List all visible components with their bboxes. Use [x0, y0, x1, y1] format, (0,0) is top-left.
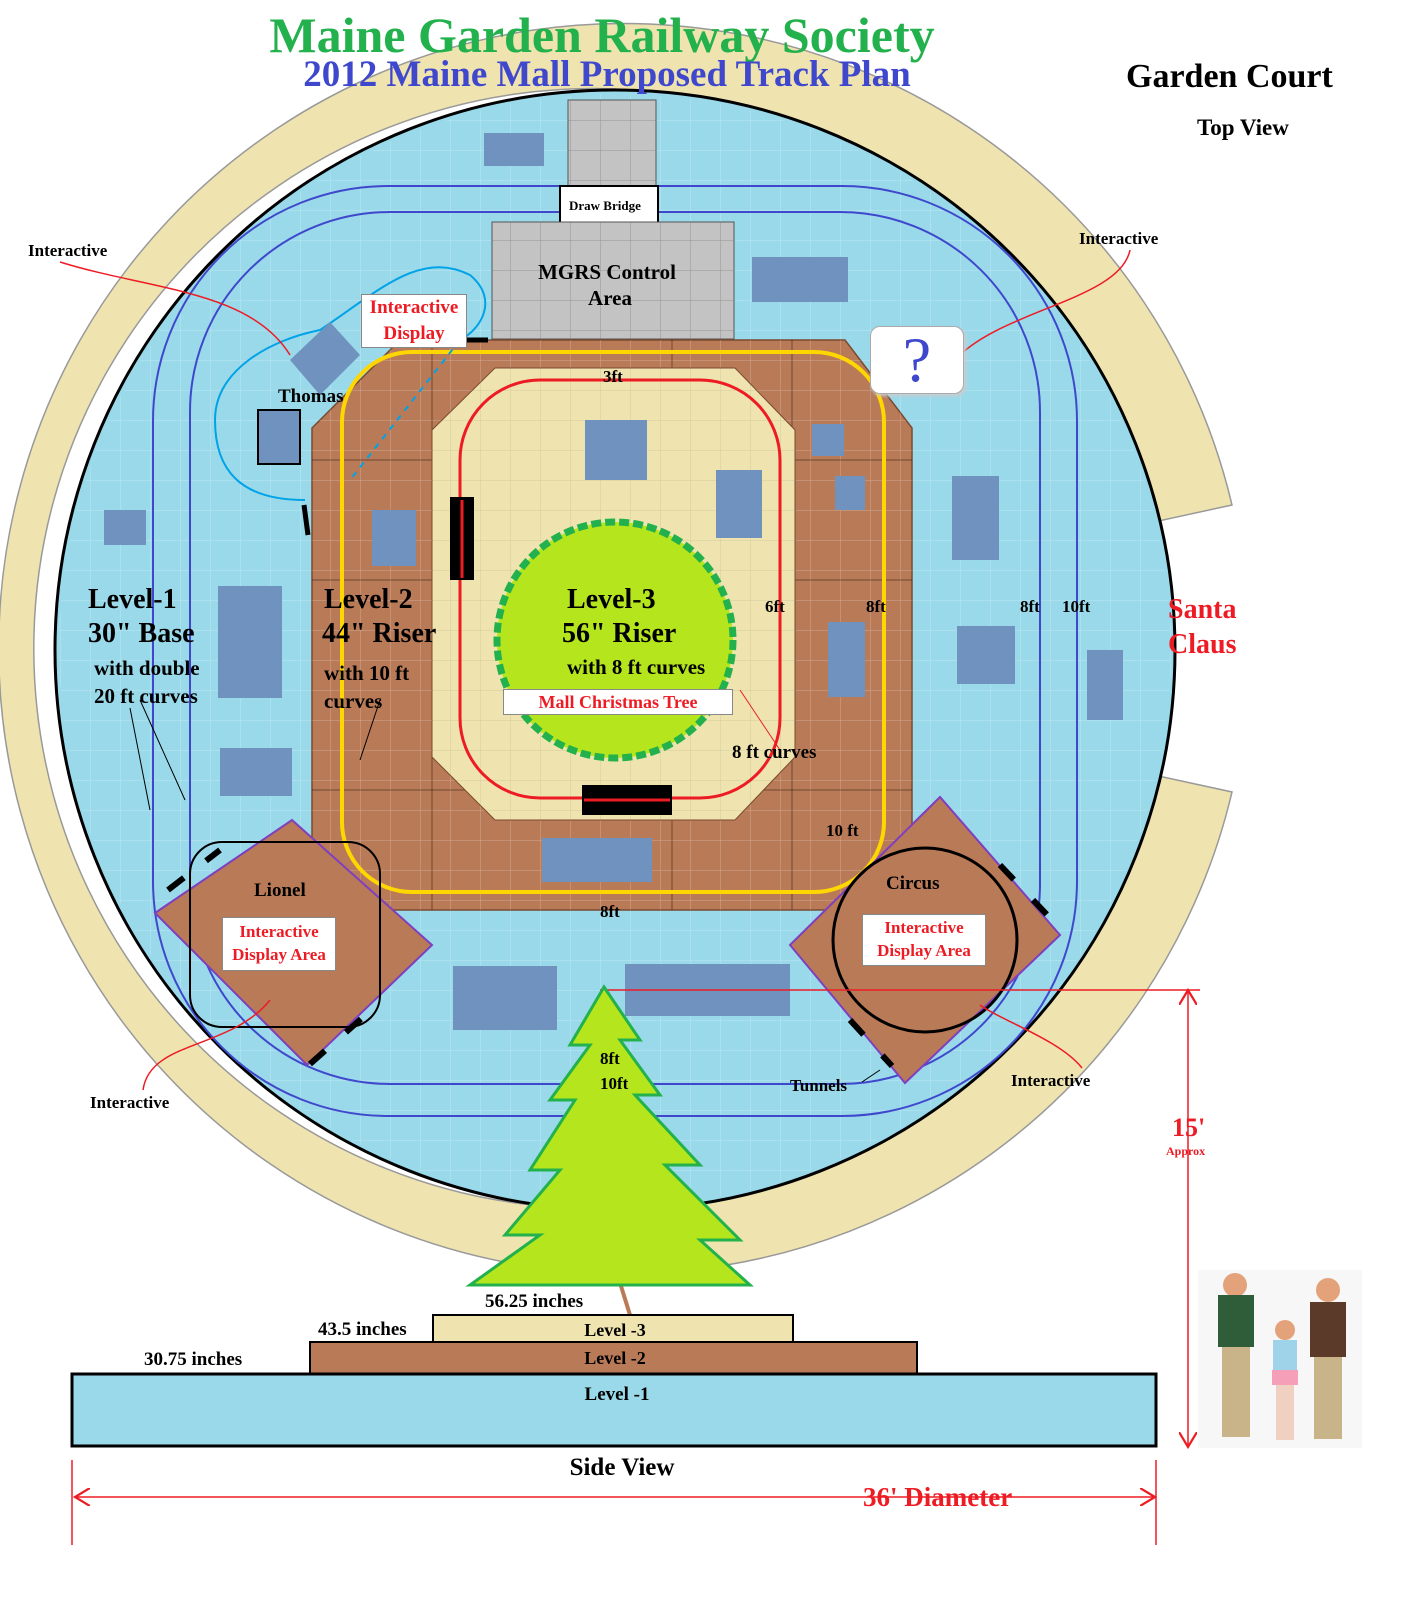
interactive-callout-bottom-right: Interactive — [1011, 1071, 1091, 1090]
level-2-name: Level-2 — [324, 584, 413, 615]
level-2-desc2: curves — [324, 689, 383, 713]
control-area-block — [491, 221, 735, 340]
dim-15ft: 15' — [1172, 1113, 1206, 1142]
question-mark-box: ? — [870, 324, 964, 395]
lionel-display-line1: Interactive — [239, 922, 319, 942]
dim-3ft: 3ft — [603, 367, 623, 386]
diagram-title: Maine Garden Railway Society — [269, 7, 935, 63]
interactive-display-line2: Display — [383, 323, 445, 344]
tree-label: Mall Christmas Tree — [503, 689, 733, 715]
dim-8ft-curves: 8 ft curves — [732, 742, 817, 763]
lionel-display-area-label: Interactive Display Area — [222, 917, 336, 971]
side-level3-label: Level -3 — [584, 1320, 646, 1340]
dim-10ft-level1: 10ft — [1062, 597, 1091, 616]
level-1-desc1: with double — [94, 656, 200, 680]
dim-diameter: 36' Diameter — [863, 1482, 1013, 1512]
level-1-desc2: 20 ft curves — [94, 684, 198, 708]
side-level1-label: Level -1 — [584, 1384, 650, 1405]
side-level2-label: Level -2 — [584, 1348, 646, 1368]
interactive-callout-top-right: Interactive — [1079, 229, 1159, 248]
circus-display-line1: Interactive — [884, 918, 964, 938]
dim-8ft-lower: 8ft — [600, 1049, 620, 1068]
lionel-label: Lionel — [254, 880, 306, 901]
circus-display-area-label: Interactive Display Area — [862, 914, 986, 966]
side-height-level1: 30.75 inches — [144, 1349, 243, 1370]
interactive-callout-bottom-left: Interactive — [90, 1093, 170, 1112]
santa-label-line1: Santa — [1168, 594, 1237, 625]
lionel-display-line2: Display Area — [232, 945, 326, 964]
level-3-name: Level-3 — [567, 584, 656, 615]
buildings — [104, 133, 1123, 1030]
dim-approx: Approx — [1166, 1144, 1206, 1158]
level-2-track — [340, 350, 886, 894]
level-3-desc1: with 8 ft curves — [567, 655, 706, 679]
interactive-display-label: Interactive Display — [361, 294, 467, 348]
interactive-callout-top-left: Interactive — [28, 241, 108, 260]
side-view-tree — [465, 984, 754, 1316]
dim-8ft-level2: 8ft — [866, 597, 886, 616]
side-height-level2: 43.5 inches — [318, 1319, 407, 1340]
level-3-bridges — [450, 497, 672, 815]
callout-lines — [59, 249, 1200, 1545]
level-3-height: 56" Riser — [562, 618, 677, 649]
side-view-levels — [70, 1314, 1158, 1448]
level-1-height: 30" Base — [88, 618, 195, 649]
dim-8ft-bottom: 8ft — [600, 902, 620, 921]
control-area-label-line2: Area — [588, 286, 632, 310]
dim-10ft-lower: 10ft — [600, 1074, 629, 1093]
leader-lines — [129, 689, 881, 1083]
circus-display-line2: Display Area — [877, 941, 971, 960]
draw-bridge-label: Draw Bridge — [569, 198, 641, 213]
view-label: Top View — [1197, 115, 1289, 140]
outer-walkway-ring — [0, 22, 1233, 1275]
interactive-display-line1: Interactive — [369, 297, 459, 319]
side-height-level3: 56.25 inches — [485, 1291, 584, 1312]
level-2-desc1: with 10 ft — [324, 661, 410, 685]
side-view-title: Side View — [569, 1454, 675, 1481]
thomas-label: Thomas — [278, 386, 344, 407]
level-1-name: Level-1 — [88, 584, 177, 615]
people-figures-photo — [1198, 1270, 1362, 1448]
diagram-subtitle: 2012 Maine Mall Proposed Track Plan — [303, 54, 911, 95]
dim-8ft-level1: 8ft — [1020, 597, 1040, 616]
location-label: Garden Court — [1126, 58, 1333, 95]
circus-label: Circus — [886, 873, 940, 894]
dim-6ft: 6ft — [765, 597, 785, 616]
level-2-height: 44" Riser — [322, 618, 437, 649]
santa-label-line2: Claus — [1168, 629, 1237, 660]
tunnels-label: Tunnels — [790, 1076, 848, 1095]
dim-10ft-curves: 10 ft — [826, 821, 859, 840]
control-area-label-line1: MGRS Control — [538, 260, 676, 284]
